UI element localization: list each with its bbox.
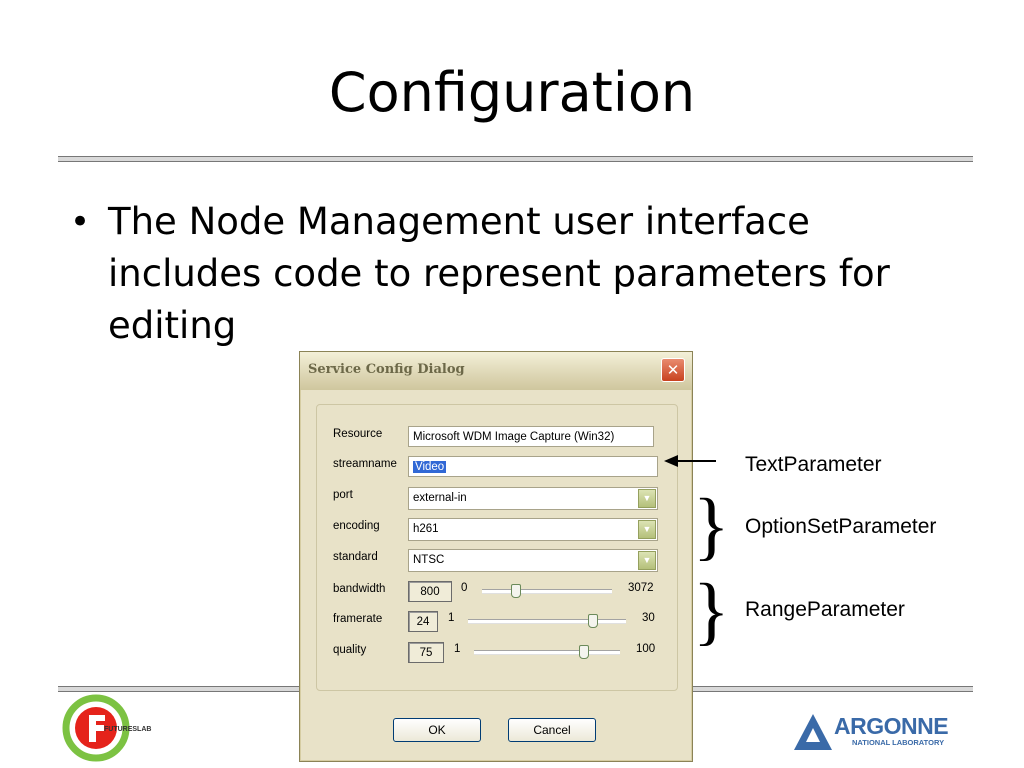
quality-value-box: 75 xyxy=(408,642,444,663)
bandwidth-min: 0 xyxy=(461,582,468,594)
framerate-slider[interactable] xyxy=(468,614,626,628)
resource-value: Microsoft WDM Image Capture (Win32) xyxy=(413,431,615,443)
standard-label: standard xyxy=(333,551,378,563)
encoding-value: h261 xyxy=(413,523,439,535)
chevron-down-icon[interactable]: ▼ xyxy=(638,520,656,539)
port-label: port xyxy=(333,489,353,501)
slide-title: Configuration xyxy=(328,61,696,124)
framerate-value-box: 24 xyxy=(408,611,438,632)
service-config-dialog: Service Config Dialog ✕ Resource Microso… xyxy=(299,351,693,762)
option-set-parameter-label: OptionSetParameter xyxy=(745,515,937,538)
range-parameter-brace: } xyxy=(693,569,730,653)
title-divider xyxy=(58,156,973,162)
cancel-button[interactable]: Cancel xyxy=(508,718,596,742)
argonne-subtitle: NATIONAL LABORATORY xyxy=(852,738,945,747)
quality-slider[interactable] xyxy=(474,645,620,659)
bandwidth-slider[interactable] xyxy=(482,584,612,598)
ok-button[interactable]: OK xyxy=(393,718,481,742)
bullet-dot: • xyxy=(70,202,91,242)
bandwidth-max: 3072 xyxy=(628,582,654,594)
encoding-label: encoding xyxy=(333,520,380,532)
resource-field[interactable]: Microsoft WDM Image Capture (Win32) xyxy=(408,426,654,447)
framerate-label: framerate xyxy=(333,613,383,625)
streamname-field[interactable]: Video xyxy=(408,456,658,477)
quality-slider-thumb[interactable] xyxy=(578,645,589,659)
framerate-slider-thumb[interactable] xyxy=(587,614,598,628)
streamname-value: Video xyxy=(413,461,447,473)
range-parameter-label: RangeParameter xyxy=(745,598,905,621)
futures-lab-wordmark: FUTURESLAB xyxy=(104,726,151,733)
streamname-label: streamname xyxy=(333,458,397,470)
close-icon: ✕ xyxy=(666,361,680,379)
encoding-select[interactable]: h261 ▼ xyxy=(408,518,658,541)
argonne-name: ARGONNE xyxy=(834,713,949,739)
quality-min: 1 xyxy=(454,643,461,655)
resource-label: Resource xyxy=(333,428,383,440)
framerate-min: 1 xyxy=(448,612,455,624)
quality-max: 100 xyxy=(636,643,656,655)
bandwidth-slider-thumb[interactable] xyxy=(510,584,521,598)
port-value: external-in xyxy=(413,492,467,504)
framerate-max: 30 xyxy=(642,612,655,624)
standard-select[interactable]: NTSC ▼ xyxy=(408,549,658,572)
text-parameter-label: TextParameter xyxy=(745,453,882,476)
bullet-text: The Node Management user interface inclu… xyxy=(108,200,890,347)
quality-label: quality xyxy=(333,644,367,656)
close-button[interactable]: ✕ xyxy=(661,358,685,382)
standard-value: NTSC xyxy=(413,554,445,566)
bandwidth-label: bandwidth xyxy=(333,583,386,595)
option-set-brace: } xyxy=(693,484,730,568)
dialog-title: Service Config Dialog xyxy=(308,362,465,377)
bandwidth-value-box: 800 xyxy=(408,581,452,602)
chevron-down-icon[interactable]: ▼ xyxy=(638,489,656,508)
argonne-logo: ARGONNE NATIONAL LABORATORY xyxy=(792,712,982,756)
dialog-titlebar[interactable]: Service Config Dialog ✕ xyxy=(300,352,692,390)
chevron-down-icon[interactable]: ▼ xyxy=(638,551,656,570)
futures-lab-logo: FUTURESLAB xyxy=(62,693,172,763)
parameter-group-box xyxy=(316,404,678,691)
port-select[interactable]: external-in ▼ xyxy=(408,487,658,510)
